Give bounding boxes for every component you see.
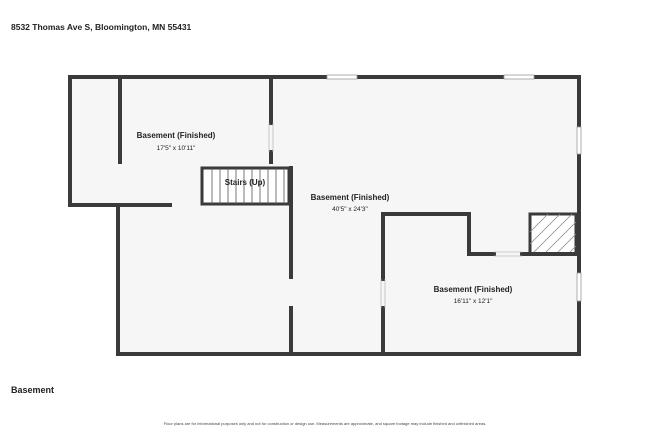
- window-right-1: [576, 126, 582, 155]
- room-2-dims: 40'5" x 24'3": [332, 206, 368, 213]
- floor-label: Basement: [11, 385, 55, 395]
- room-2-name: Basement (Finished): [311, 193, 390, 202]
- room-3-dims: 16'11" x 12'1": [454, 298, 493, 305]
- room-1-name: Basement (Finished): [137, 131, 216, 140]
- window-top-2: [503, 74, 535, 80]
- room-3-name: Basement (Finished): [434, 285, 513, 294]
- walls: [68, 75, 581, 356]
- basement-floor: [70, 77, 579, 354]
- property-address: 8532 Thomas Ave S, Bloomington, MN 55431: [11, 22, 192, 32]
- windows: [326, 74, 582, 302]
- window-right-2: [576, 272, 582, 302]
- room-1-dims: 17'5" x 10'11": [157, 145, 196, 152]
- door-openings: [268, 123, 522, 308]
- utility-area-hatched: [528, 212, 578, 256]
- window-top-1: [326, 74, 358, 80]
- disclaimer: Floor plans are for informational purpos…: [163, 421, 487, 426]
- utility-hatch: [529, 213, 577, 253]
- stairs-label: Stairs (Up): [225, 178, 266, 187]
